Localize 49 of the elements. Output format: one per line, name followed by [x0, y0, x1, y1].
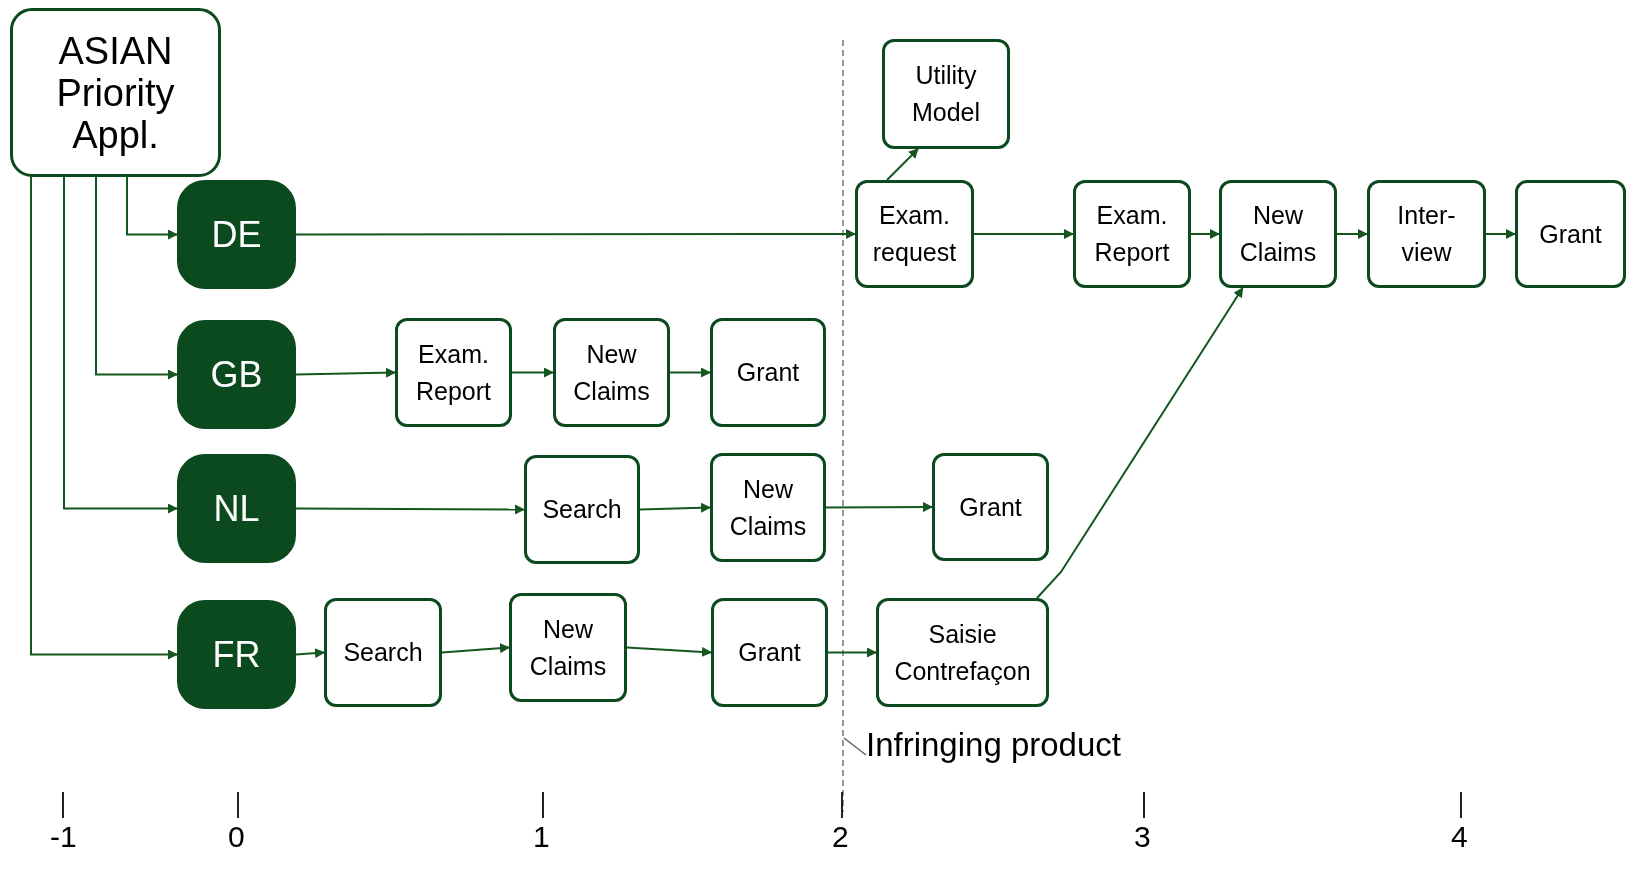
- arrow: [973, 229, 1074, 239]
- process-box: Search: [524, 455, 640, 564]
- process-box: Grant: [932, 453, 1049, 561]
- arrow: [441, 643, 510, 654]
- arrow: [95, 176, 178, 380]
- process-box: Exam. Report: [1073, 180, 1191, 288]
- country-box: GB: [177, 320, 296, 429]
- process-box: Grant: [1515, 180, 1626, 288]
- timeline-label: 4: [1451, 819, 1468, 855]
- arrow: [295, 367, 396, 378]
- arrow: [1190, 229, 1220, 239]
- arrow: [825, 502, 933, 513]
- arrow: [295, 648, 325, 659]
- arrow: [126, 176, 178, 240]
- arrow: [295, 504, 525, 515]
- process-box: Saisie Contrefaçon: [876, 598, 1049, 707]
- process-box: New Claims: [553, 318, 670, 427]
- process-box: Grant: [711, 598, 828, 707]
- process-box: Search: [324, 598, 442, 707]
- arrow: [1036, 287, 1244, 599]
- arrow: [669, 367, 711, 378]
- process-box: Inter-view: [1367, 180, 1486, 288]
- annotation-text: Infringing product: [866, 725, 1121, 765]
- process-box: Utility Model: [882, 39, 1010, 149]
- timeline-label: 2: [832, 819, 849, 855]
- process-box: Grant: [710, 318, 826, 427]
- arrow: [63, 176, 178, 514]
- arrow: [1336, 229, 1368, 239]
- arrow: [511, 367, 554, 378]
- country-box: FR: [177, 600, 296, 709]
- process-box: ASIAN Priority Appl.: [10, 8, 221, 177]
- country-box: DE: [177, 180, 296, 289]
- arrow: [886, 148, 919, 181]
- process-box: Exam. request: [855, 180, 974, 288]
- process-box: New Claims: [710, 453, 826, 562]
- arrow: [30, 176, 178, 660]
- process-box: Exam. Report: [395, 318, 512, 427]
- arrow: [295, 229, 856, 239]
- arrow: [626, 646, 712, 657]
- arrow: [827, 647, 877, 658]
- timeline-label: 0: [228, 819, 245, 855]
- country-box: NL: [177, 454, 296, 563]
- timeline-label: 3: [1134, 819, 1151, 855]
- arrow: [639, 502, 711, 513]
- timeline-label: -1: [50, 819, 77, 855]
- process-box: New Claims: [509, 593, 627, 702]
- process-box: New Claims: [1219, 180, 1337, 288]
- timeline-label: 1: [533, 819, 550, 855]
- arrow: [1485, 229, 1516, 239]
